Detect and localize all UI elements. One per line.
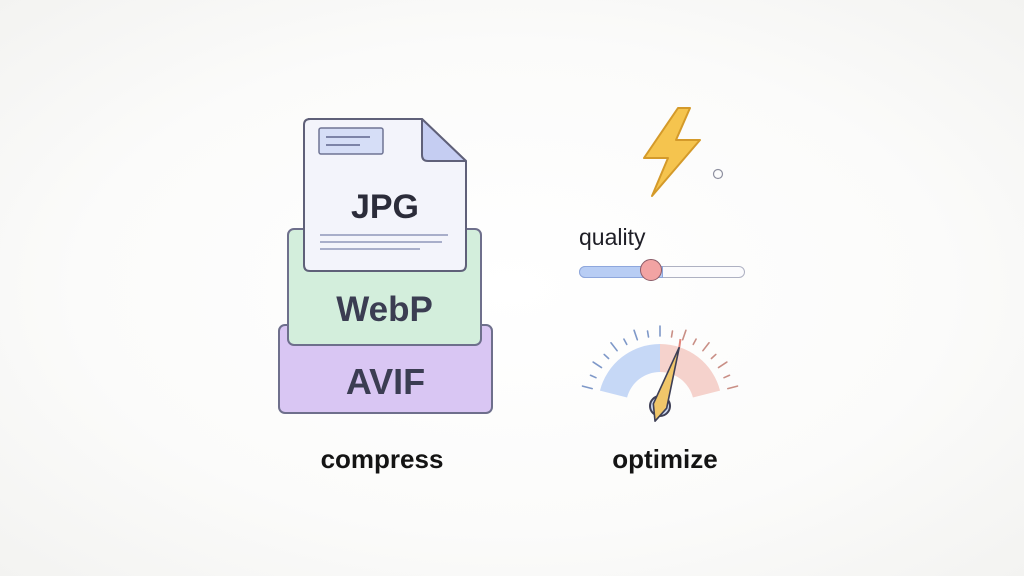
gauge-tick (589, 374, 597, 379)
gauge-needle (652, 338, 682, 423)
gauge-arc-left (599, 344, 660, 398)
sparkle-dot-icon (712, 168, 724, 180)
optimize-caption: optimize (612, 444, 718, 474)
gauge-tick (702, 341, 710, 352)
gauge-tick (592, 361, 603, 369)
gauge-ticks (581, 325, 739, 390)
gauge-tick (723, 374, 731, 379)
webp-label: WebP (336, 290, 433, 329)
needle-shape (652, 346, 681, 423)
gauge-tick (633, 329, 639, 341)
lightning-bolt-icon (643, 107, 701, 197)
jpg-label: JPG (350, 188, 420, 226)
quality-label: quality (579, 224, 646, 250)
gauge-tick (692, 338, 697, 346)
gauge-tick (623, 338, 628, 346)
gauge-tick (670, 330, 674, 338)
gauge-tick (710, 353, 717, 360)
speedometer-icon (581, 325, 739, 423)
gauge-tick (717, 361, 728, 369)
gauge-tick (581, 385, 593, 390)
jpg-document: JPG (302, 117, 468, 273)
compress-caption: compress (320, 444, 444, 474)
gauge-tick (681, 329, 687, 341)
slider-thumb[interactable] (640, 259, 662, 281)
needle-pointer (678, 338, 682, 348)
gauge-tick (610, 341, 618, 352)
quality-slider[interactable] (579, 259, 745, 281)
gauge-tick (603, 353, 610, 360)
avif-label: AVIF (345, 361, 426, 402)
document-icon (303, 118, 467, 272)
gauge-tick (727, 385, 739, 390)
gauge-tick (646, 330, 650, 338)
